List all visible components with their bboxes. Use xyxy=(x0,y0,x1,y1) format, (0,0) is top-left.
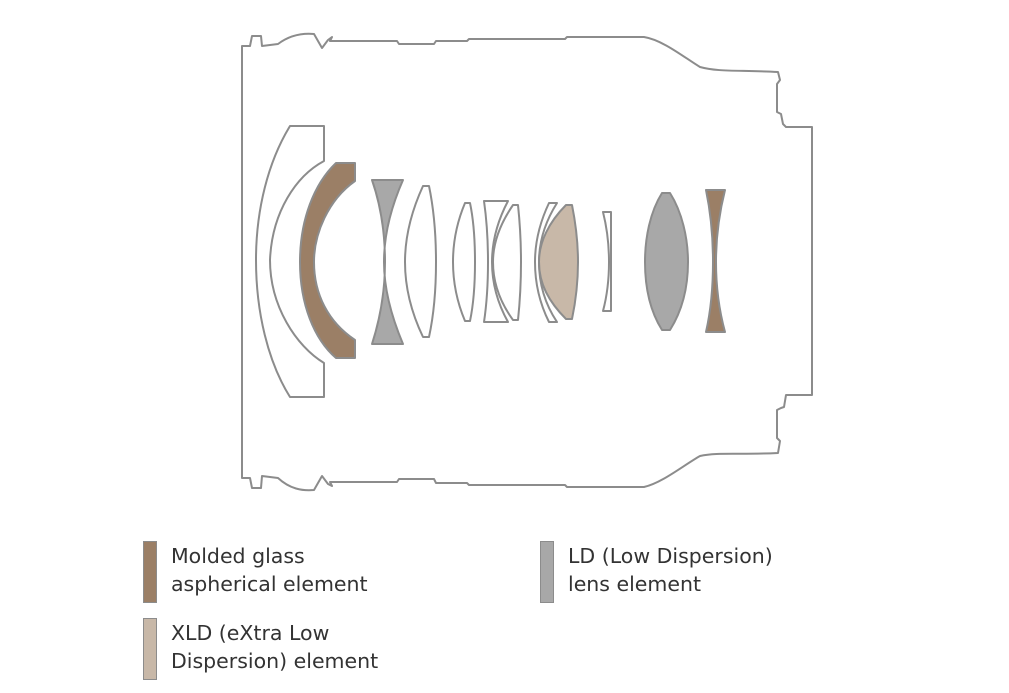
lens-element-6 xyxy=(483,200,509,323)
legend-item-ld: LD (Low Dispersion) lens element xyxy=(540,541,773,603)
lens-element-11-ld xyxy=(644,192,689,331)
lens-element-1 xyxy=(255,125,325,398)
legend-swatch-ld xyxy=(540,541,554,603)
legend-swatch-xld xyxy=(143,618,157,680)
legend-label-line-2: Dispersion) element xyxy=(171,649,379,673)
lens-element-5 xyxy=(452,202,476,322)
lens-element-12-molded-aspherical xyxy=(705,189,726,333)
lens-element-8 xyxy=(534,202,558,323)
legend-label-line-1: Molded glass xyxy=(171,544,305,568)
legend-label-line-2: lens element xyxy=(568,572,702,596)
legend-label-line-1: LD (Low Dispersion) xyxy=(568,544,773,568)
lens-barrel-outline xyxy=(241,32,813,492)
lens-element-7 xyxy=(492,204,522,321)
legend-label-ld: LD (Low Dispersion) lens element xyxy=(568,542,773,598)
legend-label-line-2: aspherical element xyxy=(171,572,368,596)
legend-label-line-1: XLD (eXtra Low xyxy=(171,621,330,645)
lens-element-9-xld xyxy=(538,204,579,320)
legend-item-xld: XLD (eXtra Low Dispersion) element xyxy=(143,618,378,680)
lens-element-3-ld xyxy=(371,179,404,345)
lens-element-10 xyxy=(602,211,612,312)
legend-swatch-molded-aspherical xyxy=(143,541,157,603)
legend-label-xld: XLD (eXtra Low Dispersion) element xyxy=(171,619,378,675)
legend-item-molded-aspherical: Molded glass aspherical element xyxy=(143,541,368,603)
lens-element-2-molded-aspherical xyxy=(299,162,356,359)
legend-label-molded-aspherical: Molded glass aspherical element xyxy=(171,542,368,598)
lens-element-4 xyxy=(404,185,437,338)
